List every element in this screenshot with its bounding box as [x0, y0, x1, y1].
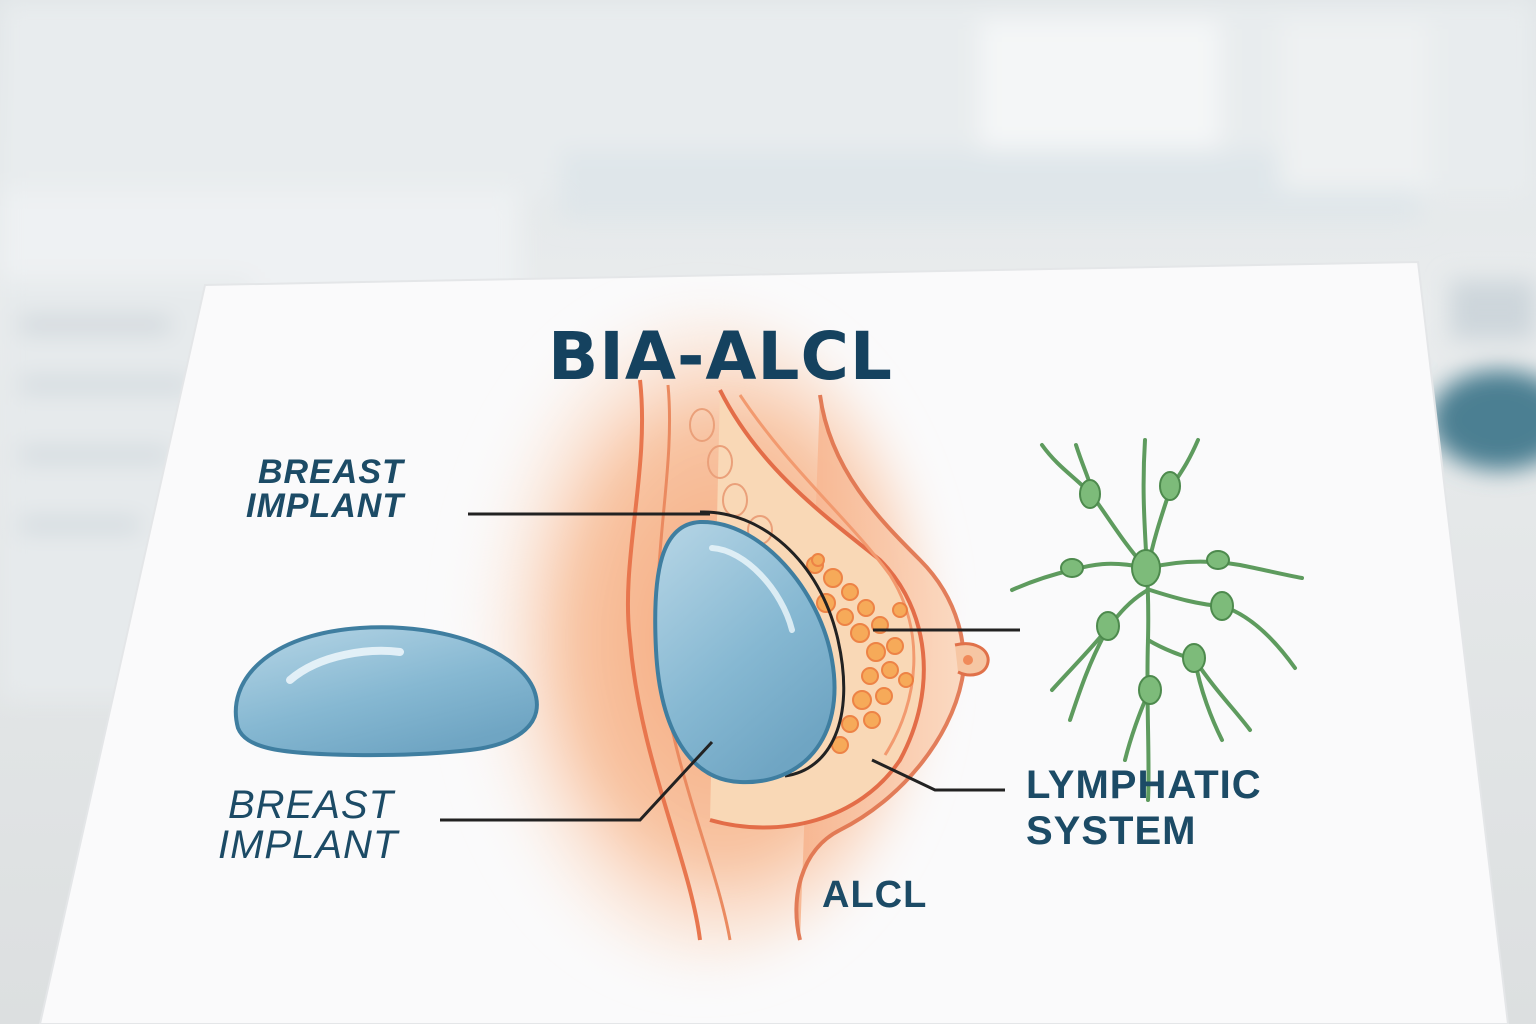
leader-lines: [440, 512, 1020, 822]
standalone-implant-image: [233, 625, 539, 758]
label-breast-implant-top: BREAST IMPLANT: [246, 455, 404, 523]
label-breast-implant-bottom: BREAST IMPLANT: [218, 785, 398, 865]
label-lymphatic-system: LYMPHATIC SYSTEM: [1026, 765, 1262, 851]
leader-line-implant-bottom: [440, 740, 714, 822]
label-line: LYMPHATIC: [1026, 763, 1262, 807]
diagram-title: BIA-ALCL: [548, 318, 893, 395]
label-line: BREAST: [228, 783, 395, 827]
implant-in-breast-image: [653, 519, 837, 785]
lymph-nodes: [1060, 471, 1234, 705]
label-line: SYSTEM: [1026, 809, 1197, 853]
label-line: IMPLANT: [218, 823, 399, 867]
leader-line-lymphatic: [871, 758, 1005, 792]
label-alcl: ALCL: [822, 874, 928, 916]
label-line: BREAST: [258, 453, 404, 491]
fat-lobules: [806, 553, 914, 754]
label-line: IMPLANT: [246, 487, 405, 525]
